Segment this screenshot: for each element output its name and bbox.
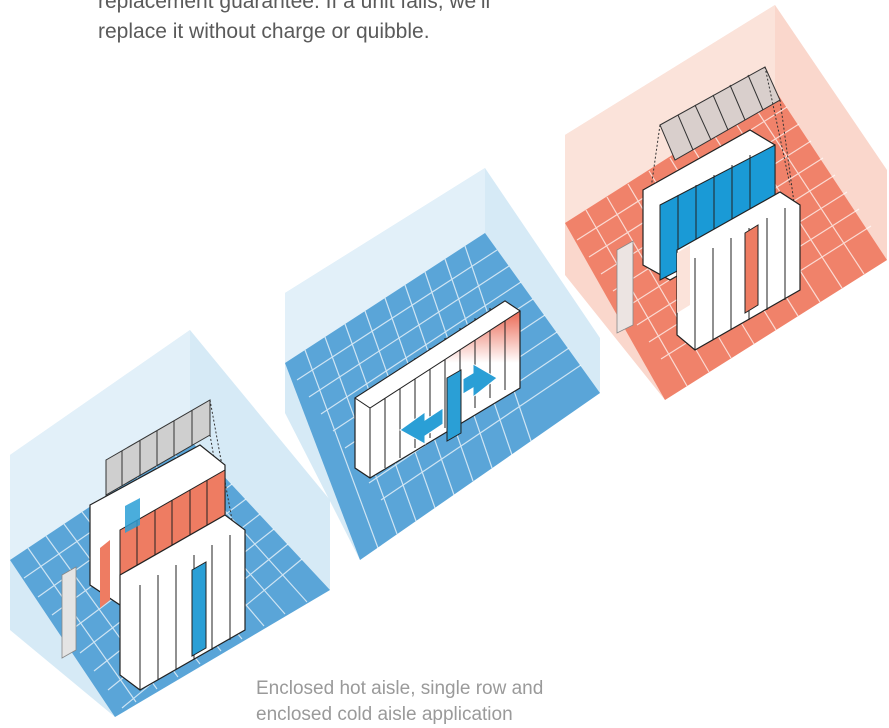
- single-row-diagram: [285, 168, 600, 560]
- hot-aisle-enclosure: [61, 399, 246, 691]
- server-row: [354, 300, 521, 479]
- enclosed-cold-aisle-diagram: [565, 5, 887, 400]
- figure-caption: Enclosed hot aisle, single row and enclo…: [256, 676, 676, 728]
- enclosed-hot-aisle-diagram: [10, 330, 330, 717]
- intro-line-2: replace it without charge or quibble.: [98, 20, 430, 43]
- caption-line-2: enclosed cold aisle application: [256, 704, 513, 725]
- intro-line-1: replacement guarantee. If a unit fails, …: [98, 0, 491, 13]
- caption-line-1: Enclosed hot aisle, single row and: [256, 678, 544, 699]
- intro-paragraph: replacement guarantee. If a unit fails, …: [98, 0, 618, 60]
- cold-aisle-enclosure: [616, 66, 801, 351]
